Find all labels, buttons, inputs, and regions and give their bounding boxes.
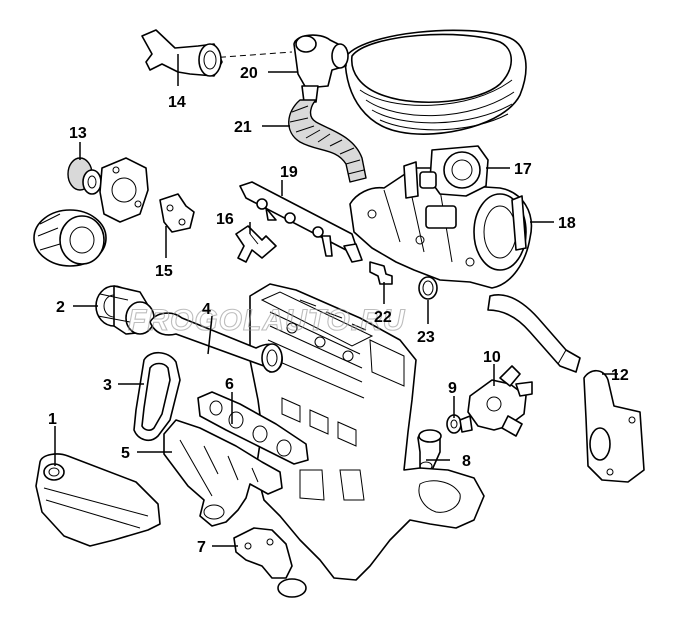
part-14-intake-snorkel — [141, 29, 223, 77]
part-7-engine-mount — [233, 527, 307, 598]
callout-14: 14 — [168, 94, 186, 111]
callout-1: 1 — [48, 411, 57, 428]
part-18-intake-manifold — [349, 161, 533, 289]
alignment-dashed-line — [209, 51, 293, 59]
callout-4: 4 — [202, 301, 211, 318]
part-23-o-ring — [418, 276, 438, 300]
part-10-coolant-valve — [467, 365, 533, 437]
part-13-tensioner — [67, 157, 102, 195]
callout-labels: 1 2 3 4 5 6 7 8 9 10 12 13 14 15 16 17 1… — [48, 65, 629, 556]
part-16-injector — [235, 225, 277, 263]
part-15-bracket — [159, 193, 195, 233]
callout-5: 5 — [121, 445, 130, 462]
callout-13: 13 — [69, 125, 87, 142]
engine-block — [249, 283, 485, 581]
watermark: FROGOLAUTO.RU — [127, 303, 406, 337]
coolant-hose — [487, 294, 581, 373]
part-6-gasket — [197, 391, 309, 465]
part-19-fuel-rail — [239, 181, 363, 263]
part-20-intake-elbow — [293, 34, 349, 103]
callout-17: 17 — [514, 161, 532, 178]
callout-8: 8 — [462, 453, 471, 470]
callout-2: 2 — [56, 299, 65, 316]
part-1-timing-cover — [35, 453, 161, 547]
callout-18: 18 — [558, 215, 576, 232]
part-2-pulley — [95, 285, 155, 335]
part-3-timing-belt — [133, 351, 181, 442]
callout-9: 9 — [448, 380, 457, 397]
callout-22: 22 — [374, 309, 392, 326]
leader-lines — [54, 54, 618, 547]
callout-15: 15 — [155, 263, 173, 280]
part-17-throttle-body — [419, 145, 489, 197]
part-22-sensor — [369, 261, 393, 285]
alternator-assembly — [33, 157, 149, 267]
part-8-coolant-elbow — [417, 429, 442, 471]
part-5-exhaust-manifold — [163, 419, 283, 527]
callout-21: 21 — [234, 119, 252, 136]
callout-19: 19 — [280, 164, 298, 181]
watermark-text: FROGOLAUTO.RU — [128, 304, 406, 337]
callout-3: 3 — [103, 377, 112, 394]
callout-16: 16 — [216, 211, 234, 228]
part-4-coolant-pipe — [149, 312, 283, 373]
callout-12: 12 — [611, 367, 629, 384]
callout-10: 10 — [483, 349, 501, 366]
part-21-corrugated-hose — [288, 99, 367, 183]
part-9-gasket — [446, 414, 473, 434]
callout-7: 7 — [197, 539, 206, 556]
part-12-thermostat-housing — [583, 369, 645, 483]
air-filter-housing — [344, 29, 527, 135]
callout-23: 23 — [417, 329, 435, 346]
callout-6: 6 — [225, 376, 234, 393]
callout-20: 20 — [240, 65, 258, 82]
